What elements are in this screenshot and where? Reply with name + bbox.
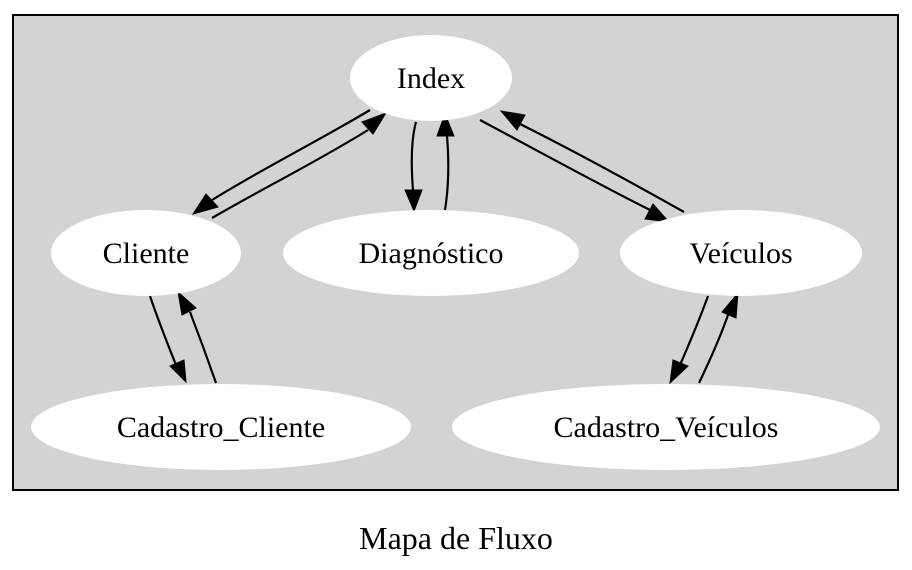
node-diagnostico[interactable]: Diagnóstico [283,210,579,296]
edges [148,109,739,385]
node-veiculos-shape [620,210,862,296]
node-cadastro-cliente-label: Cadastro_Cliente [117,411,325,444]
edge-cliente-to-cadastro-cliente [148,295,187,384]
node-index-label: Index [397,62,465,95]
edge-diagnostico-to-index [436,112,455,211]
edge-index-to-diagnostico [404,121,423,213]
node-cliente-shape [51,210,241,296]
node-cliente-label: Cliente [103,237,190,270]
node-diagnostico-shape [283,210,579,296]
node-cliente[interactable]: Cliente [51,210,241,296]
edge-veiculos-to-index [499,110,685,213]
node-cadastro-veiculos-shape [452,384,880,470]
edge-cadastro-veiculos-to-veiculos [698,291,739,384]
node-cadastro-veiculos[interactable]: Cadastro_Veículos [452,384,880,470]
edge-veiculos-to-cadastro-veiculos [669,295,710,385]
node-cadastro-cliente-shape [31,384,411,470]
node-veiculos[interactable]: Veículos [620,210,862,296]
edge-cliente-to-index [211,112,388,219]
node-index-shape [350,35,512,121]
edge-cadastro-cliente-to-cliente [177,290,218,384]
node-cadastro-veiculos-label: Cadastro_Veículos [554,411,779,444]
edge-index-to-cliente [191,109,371,215]
node-cadastro-cliente[interactable]: Cadastro_Cliente [31,384,411,470]
diagram-caption: Mapa de Fluxo [359,520,553,556]
node-veiculos-label: Veículos [689,237,792,270]
node-index[interactable]: Index [350,35,512,121]
edge-index-to-veiculos [479,119,671,223]
node-diagnostico-label: Diagnóstico [359,237,504,270]
